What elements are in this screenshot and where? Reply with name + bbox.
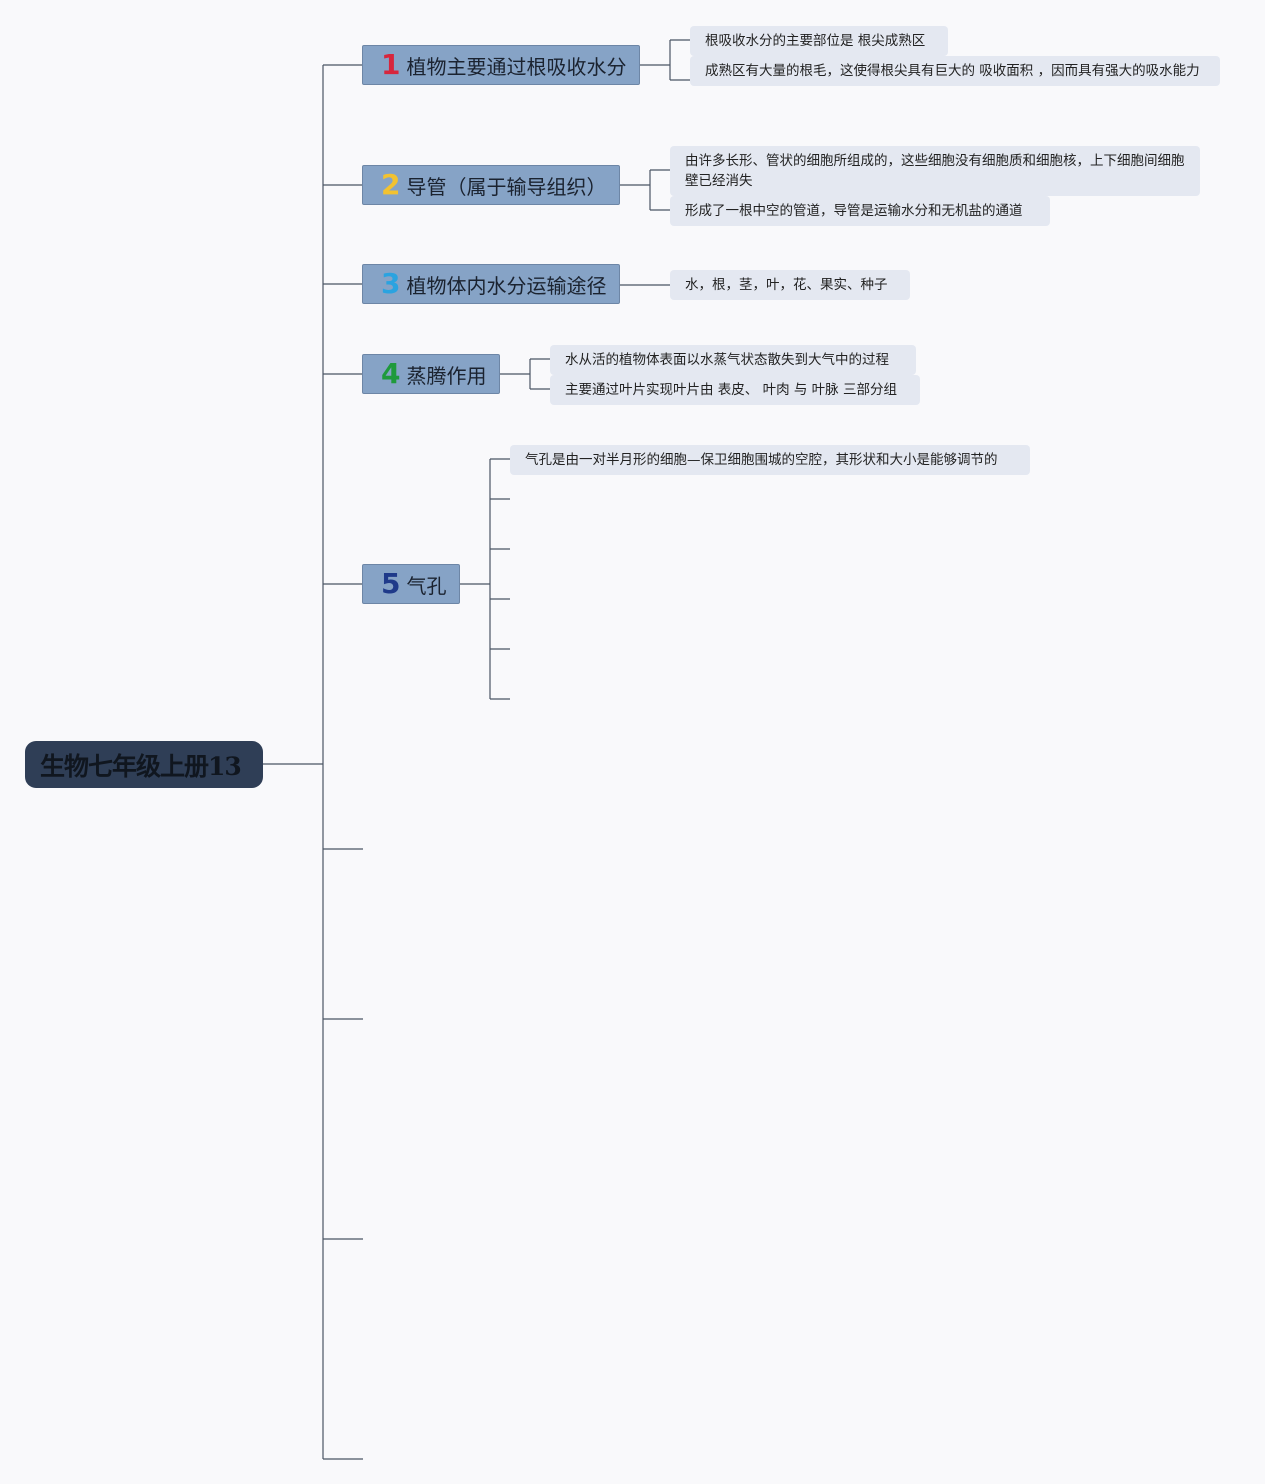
branch-node-3[interactable]: 3 植物体内水分运输途径: [362, 264, 620, 304]
leaf-node-4-1[interactable]: 水从活的植物体表面以水蒸气状态散失到大气中的过程: [550, 345, 916, 375]
branch-label-1: 植物主要通过根吸收水分: [406, 54, 627, 79]
branch-number-4: 4: [381, 357, 401, 390]
leaf-node-1-1[interactable]: 根吸收水分的主要部位是 根尖成熟区: [690, 26, 948, 56]
root-node[interactable]: 生物七年级上册13: [25, 741, 263, 788]
branch-node-4[interactable]: 4 蒸腾作用: [362, 354, 500, 394]
leaf-node-1-2[interactable]: 成熟区有大量的根毛，这使得根尖具有巨大的 吸收面积 ，因而具有强大的吸水能力: [690, 56, 1220, 86]
branch-label-4: 蒸腾作用: [406, 363, 487, 388]
leaf-node-5-1[interactable]: 气孔是由一对半月形的细胞—保卫细胞围城的空腔，其形状和大小是能够调节的: [510, 445, 1030, 475]
leaf-node-3-1[interactable]: 水，根，茎，叶，花、果实、种子: [670, 270, 910, 300]
leaf-node-2-1[interactable]: 由许多长形、管状的细胞所组成的，这些细胞没有细胞质和细胞核，上下细胞间细胞壁已经…: [670, 146, 1200, 196]
branch-label-2: 导管（属于输导组织）: [406, 174, 607, 199]
root-title: 生物七年级上册13: [40, 751, 242, 781]
branch-number-1: 1: [381, 48, 401, 81]
leaf-node-4-2[interactable]: 主要通过叶片实现叶片由 表皮、 叶肉 与 叶脉 三部分组: [550, 375, 920, 405]
branch-number-5: 5: [381, 567, 401, 600]
branch-label-3: 植物体内水分运输途径: [406, 273, 607, 298]
branch-number-2: 2: [381, 168, 401, 201]
branch-number-3: 3: [381, 267, 401, 300]
leaf-node-2-2[interactable]: 形成了一根中空的管道，导管是运输水分和无机盐的通道: [670, 196, 1050, 226]
branch-node-2[interactable]: 2 导管（属于输导组织）: [362, 165, 620, 205]
branch-node-5[interactable]: 5 气孔: [362, 564, 460, 604]
branch-label-5: 气孔: [406, 573, 447, 598]
branch-node-1[interactable]: 1 植物主要通过根吸收水分: [362, 45, 640, 85]
